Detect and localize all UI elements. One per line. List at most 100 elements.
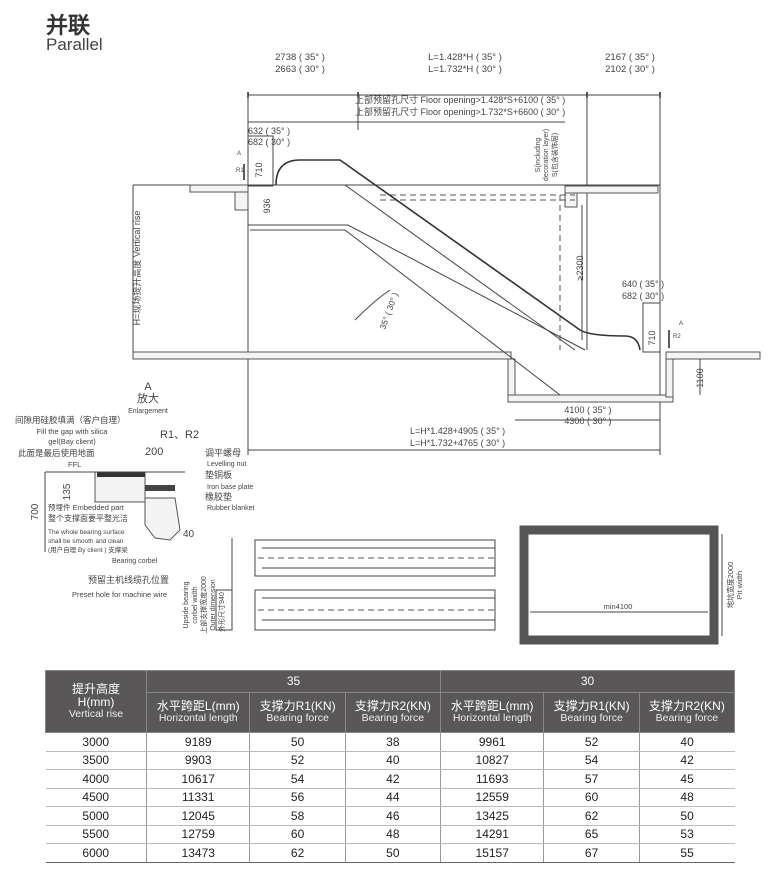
- column-header: 支撑力R2(KN)Bearing force: [638, 692, 736, 733]
- table-cell: 50: [344, 843, 441, 863]
- table-cell: 42: [344, 769, 441, 789]
- fill-gap-cn: 间隙用硅胶填满（客户自理）: [15, 415, 126, 425]
- width-200: 200: [145, 446, 163, 458]
- table-cell: 57: [543, 769, 640, 789]
- page-title: 并联: [46, 13, 91, 38]
- table-cell: 62: [543, 806, 640, 826]
- upside-3: 上部支撑宽度2000: [199, 576, 208, 634]
- levelling-cn: 调平螺母: [205, 448, 241, 458]
- pit-wall: [519, 525, 719, 645]
- pit-width-en: Pit width: [735, 571, 744, 599]
- height-2300: ≥2300: [575, 256, 585, 281]
- column-header-cn: 支撑力R1(KN): [553, 699, 630, 714]
- column-header-cn: 支撑力R1(KN): [259, 699, 336, 714]
- dim-right-30: 2102 ( 30° ): [605, 64, 655, 75]
- lower-710: 710: [647, 330, 657, 345]
- column-header: 支撑力R1(KN)Bearing force: [249, 692, 346, 733]
- table-cell: 10827: [439, 751, 544, 770]
- plate-en: Iron base plate: [207, 484, 253, 491]
- pit-depth-1100: 1100: [695, 368, 705, 387]
- smooth-en-1: The whole bearing surface: [48, 529, 125, 536]
- pit-width-cn: 地坑宽度2000: [725, 562, 735, 609]
- table-cell: 12045: [145, 806, 250, 826]
- s-label-3: S(包含装饰层): [550, 133, 559, 177]
- levelling-en: Levelling nut: [207, 461, 246, 468]
- column-header-cn: 支撑力R2(KN): [648, 699, 725, 714]
- rise-header-cn: 提升高度: [71, 681, 120, 696]
- table-cell: 58: [249, 806, 346, 826]
- hole-en: Preset hole for machine wire: [72, 590, 167, 599]
- table-cell: 53: [638, 825, 735, 844]
- ffl-cn: 此面是最后使用地面: [18, 448, 95, 458]
- plate-cn: 垫铜板: [205, 469, 232, 480]
- pit-length-30: 4300 ( 30° ): [564, 416, 611, 426]
- table-cell: 56: [249, 788, 346, 807]
- lower-landing-30: 682 ( 30° ): [622, 291, 664, 301]
- column-header-en: Horizontal length: [452, 712, 532, 725]
- dim-mid-35: L=1.428*H ( 35° ): [428, 52, 502, 63]
- table-cell: 54: [543, 751, 640, 770]
- table-cell: 6000: [45, 843, 147, 863]
- detail-mark: A: [144, 381, 152, 393]
- column-header-cn: 支撑力R2(KN): [354, 699, 431, 714]
- table-cell: 9189: [145, 732, 250, 752]
- smooth-en-2: shall be smooth and clean: [48, 538, 124, 545]
- table-cell: 12559: [439, 788, 544, 807]
- group-30: 30: [439, 670, 736, 693]
- table-cell: 55: [638, 843, 735, 863]
- column-header-en: Bearing force: [266, 712, 329, 725]
- lower-landing-35: 640 ( 35° ): [622, 279, 664, 289]
- table-cell: 3000: [45, 732, 147, 752]
- table-cell: 4500: [45, 788, 147, 807]
- detail-title-en: Enlargement: [128, 408, 168, 415]
- outer-2: 外形尺寸940: [217, 592, 226, 632]
- smooth-en-3: (用户自理 By client ) 支撑梁: [48, 545, 128, 554]
- total-length-35: L=H*1.428+4905 ( 35° ): [410, 426, 505, 436]
- outer-1: Outer dimension: [210, 579, 217, 630]
- pit-length-35: 4100 ( 35° ): [564, 405, 611, 415]
- dim-mid-30: L=1.732*H ( 30° ): [428, 64, 502, 75]
- table-cell: 13425: [439, 806, 544, 826]
- hole-cn: 预留主机线缆孔位置: [88, 574, 169, 585]
- rubber-en: Rubber blanket: [207, 505, 255, 512]
- column-header: 支撑力R2(KN)Bearing force: [344, 692, 441, 733]
- table-cell: 14291: [439, 825, 544, 844]
- table-cell: 11693: [439, 769, 544, 789]
- height-700: 700: [30, 503, 41, 520]
- upper-landing-35: 632 ( 35° ): [248, 126, 290, 136]
- floor-opening-30: 上部预留孔尺寸 Floor opening>1.732*S+6600 ( 30°…: [355, 106, 565, 117]
- detail-enlargement: A 放大 Enlargement 间隙用硅胶填满（客户自理） Fill the …: [15, 381, 255, 599]
- smooth-cn: 整个支撑面要平整光洁: [48, 513, 128, 523]
- column-header: 支撑力R1(KN)Bearing force: [543, 692, 640, 733]
- table-cell: 42: [638, 751, 735, 770]
- s-label-1: S(including: [535, 138, 542, 173]
- total-length-30: L=H*1.732+4765 ( 30° ): [410, 438, 505, 448]
- table-cell: 40: [638, 732, 735, 752]
- width-40: 40: [183, 529, 195, 540]
- table-cell: 5000: [45, 806, 147, 826]
- embedded-label: 预埋件 Embedded part: [48, 502, 125, 512]
- rise-header-unit: H(mm): [77, 694, 115, 709]
- dim-left-30: 2663 ( 30° ): [275, 64, 325, 75]
- rise-header-en: Vertical rise: [68, 707, 124, 720]
- escalator-plan-upper: [254, 539, 496, 577]
- escalator-drawing: 2738 ( 35° ) 2663 ( 30° ) L=1.428*H ( 35…: [15, 52, 761, 645]
- escalator-plan-lower: [254, 589, 496, 631]
- mark-a-upper: A: [237, 151, 241, 157]
- group-35: 35: [146, 670, 441, 693]
- column-header: 水平跨距L(mm)Horizontal length: [145, 692, 251, 733]
- detail-title-cn: 放大: [137, 391, 159, 405]
- rise-header: 提升高度 H(mm) Vertical rise: [45, 670, 147, 733]
- table-cell: 3500: [45, 751, 147, 770]
- table-cell: 46: [344, 806, 441, 826]
- table-cell: 52: [543, 732, 640, 752]
- vertical-rise-label: H=现场提升高度 Vertical rise: [131, 211, 142, 326]
- table-cell: 10617: [145, 769, 250, 789]
- dim-right-35: 2167 ( 35° ): [605, 52, 655, 63]
- building-structure: [132, 184, 761, 403]
